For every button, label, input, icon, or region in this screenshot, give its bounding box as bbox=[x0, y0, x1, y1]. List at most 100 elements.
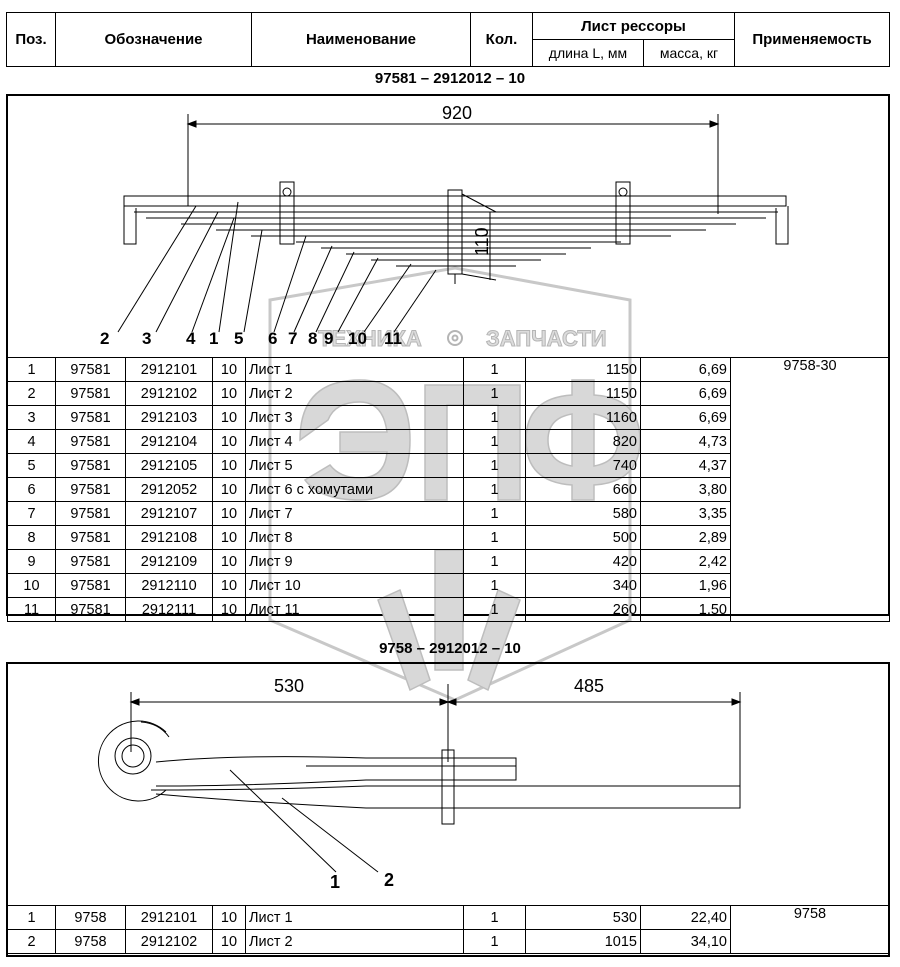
cell-code: 2912101 bbox=[125, 905, 213, 930]
cell-length: 260 bbox=[525, 597, 641, 622]
cell-suffix: 10 bbox=[212, 549, 246, 574]
cell-pos: 6 bbox=[7, 477, 56, 502]
cell-pos: 5 bbox=[7, 453, 56, 478]
cell-mass: 6,69 bbox=[640, 405, 731, 430]
cell-length: 740 bbox=[525, 453, 641, 478]
cell-prefix: 97581 bbox=[55, 381, 126, 406]
cell-mass: 4,73 bbox=[640, 429, 731, 454]
callout-4: 4 bbox=[186, 329, 196, 348]
cell-pos: 10 bbox=[7, 573, 56, 598]
cell-pos: 3 bbox=[7, 405, 56, 430]
cell-qty: 1 bbox=[463, 549, 526, 574]
cell-prefix: 97581 bbox=[55, 597, 126, 622]
cell-pos: 4 bbox=[7, 429, 56, 454]
cell-mass: 6,69 bbox=[640, 357, 731, 382]
cell-code: 2912103 bbox=[125, 405, 213, 430]
watermark-text-2: ЗАПЧАСТИ bbox=[486, 326, 607, 351]
cell-qty: 1 bbox=[463, 525, 526, 550]
callout-11: 11 bbox=[384, 329, 402, 348]
cell-code: 2912105 bbox=[125, 453, 213, 478]
cell-prefix: 97581 bbox=[55, 501, 126, 526]
cell-name: Лист 11 bbox=[245, 597, 464, 622]
cell-pos: 2 bbox=[7, 929, 56, 954]
cell-suffix: 10 bbox=[212, 905, 246, 930]
cell-length: 530 bbox=[525, 905, 641, 930]
cell-name: Лист 4 bbox=[245, 429, 464, 454]
dim-height-label: 110 bbox=[472, 227, 492, 256]
cell-length: 340 bbox=[525, 573, 641, 598]
cell-pos: 9 bbox=[7, 549, 56, 574]
cell-qty: 1 bbox=[463, 381, 526, 406]
cell-code: 2912107 bbox=[125, 501, 213, 526]
cell-name: Лист 1 bbox=[245, 357, 464, 382]
cell-qty: 1 bbox=[463, 501, 526, 526]
cell-suffix: 10 bbox=[212, 597, 246, 622]
cell-qty: 1 bbox=[463, 453, 526, 478]
cell-pos: 7 bbox=[7, 501, 56, 526]
callout-7: 7 bbox=[288, 329, 297, 348]
cell-pos: 8 bbox=[7, 525, 56, 550]
callout-3: 3 bbox=[142, 329, 151, 348]
cell-suffix: 10 bbox=[212, 501, 246, 526]
cell-suffix: 10 bbox=[212, 429, 246, 454]
cell-suffix: 10 bbox=[212, 357, 246, 382]
cell-mass: 1,96 bbox=[640, 573, 731, 598]
cell-suffix: 10 bbox=[212, 381, 246, 406]
cell-suffix: 10 bbox=[212, 477, 246, 502]
dim-left-label: 530 bbox=[274, 676, 304, 696]
header-pos: Поз. bbox=[6, 12, 56, 67]
callout-8: 8 bbox=[308, 329, 317, 348]
cell-code: 2912109 bbox=[125, 549, 213, 574]
section2-title: 9758 – 2912012 – 10 bbox=[379, 640, 521, 657]
cell-mass: 6,69 bbox=[640, 381, 731, 406]
cell-mass: 1,50 bbox=[640, 597, 731, 622]
cell-qty: 1 bbox=[463, 573, 526, 598]
cell-code: 2912052 bbox=[125, 477, 213, 502]
cell-qty: 1 bbox=[463, 429, 526, 454]
section1-title: 97581 – 2912012 – 10 bbox=[374, 70, 526, 87]
cell-prefix: 97581 bbox=[55, 525, 126, 550]
callout-1: 1 bbox=[209, 329, 218, 348]
cell-qty: 1 bbox=[463, 357, 526, 382]
callout-5: 5 bbox=[234, 329, 243, 348]
cell-name: Лист 8 bbox=[245, 525, 464, 550]
cell-length: 580 bbox=[525, 501, 641, 526]
cell-length: 420 bbox=[525, 549, 641, 574]
cell-name: Лист 5 bbox=[245, 453, 464, 478]
dim-right-label: 485 bbox=[574, 676, 604, 696]
cell-code: 2912104 bbox=[125, 429, 213, 454]
spring-drawing-1: 920 110 2 3 4 1 5 6 7 8 9 10 11 bbox=[100, 103, 789, 348]
cell-length: 1015 bbox=[525, 929, 641, 954]
header-table: Поз. Обозначение Наименование Кол. Лист … bbox=[6, 12, 891, 67]
cell-code: 2912108 bbox=[125, 525, 213, 550]
cell-prefix: 9758 bbox=[55, 905, 126, 930]
cell-qty: 1 bbox=[463, 597, 526, 622]
cell-applicability: 9758-30 bbox=[730, 357, 890, 622]
cell-prefix: 97581 bbox=[55, 573, 126, 598]
cell-name: Лист 2 bbox=[245, 929, 464, 954]
cell-qty: 1 bbox=[463, 929, 526, 954]
header-length: длина L, мм bbox=[532, 39, 644, 67]
cell-name: Лист 7 bbox=[245, 501, 464, 526]
cell-prefix: 97581 bbox=[55, 357, 126, 382]
cell-code: 2912110 bbox=[125, 573, 213, 598]
callout-s2-1: 1 bbox=[330, 872, 340, 892]
header-applicability: Применяемость bbox=[734, 12, 891, 67]
cell-prefix: 97581 bbox=[55, 453, 126, 478]
cell-length: 500 bbox=[525, 525, 641, 550]
cell-code: 2912111 bbox=[125, 597, 213, 622]
callout-s2-2: 2 bbox=[384, 870, 394, 890]
cell-name: Лист 9 bbox=[245, 549, 464, 574]
